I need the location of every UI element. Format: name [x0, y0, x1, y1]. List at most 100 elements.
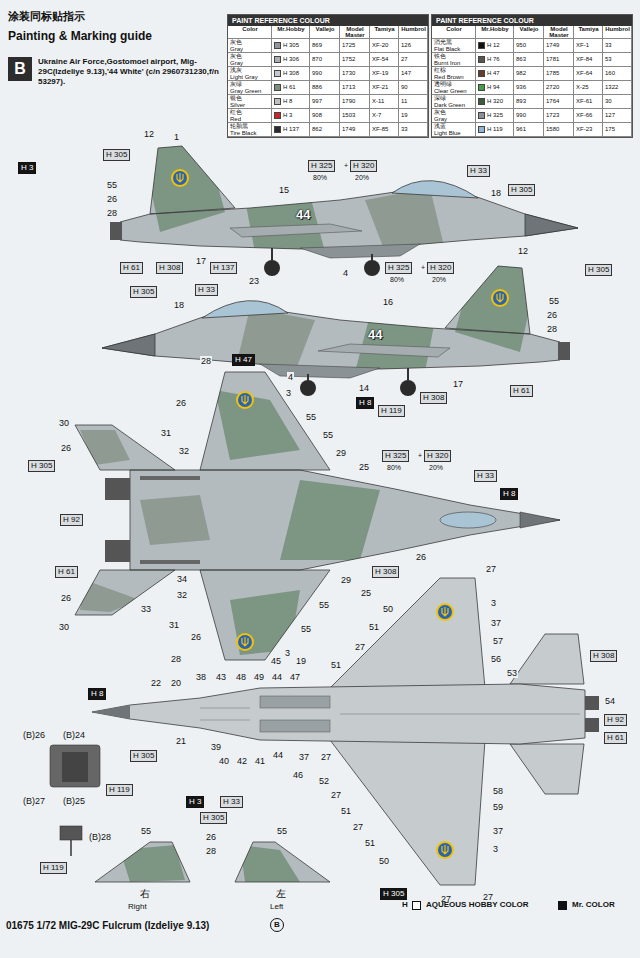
- paint-code: 1503: [342, 112, 355, 119]
- table-cell: 浅灰Light Gray: [228, 67, 272, 81]
- table-cell: 1580: [544, 123, 574, 137]
- table-cell: 银色Silver: [228, 95, 272, 109]
- paint-code: 1749: [546, 42, 559, 49]
- color-swatch: [478, 112, 485, 119]
- table-cell: 27: [399, 53, 428, 67]
- callout-number: 17: [195, 256, 207, 266]
- paint-table: PAINT REFERENCE COLOURColorMr.HobbyValle…: [432, 15, 632, 137]
- fin-views: [120, 845, 185, 882]
- callout-number: 40: [218, 756, 230, 766]
- paint-table: PAINT REFERENCE COLOURColorMr.HobbyValle…: [228, 15, 428, 137]
- paint-callout: H 119: [378, 405, 405, 417]
- paint-code: H 137: [283, 126, 299, 133]
- color-name: 灰色: [230, 39, 242, 46]
- view-label: 左: [276, 888, 286, 900]
- color-name: Red: [230, 116, 241, 123]
- paint-callout: H 305: [130, 286, 157, 298]
- color-name: 透明绿: [434, 81, 452, 88]
- paint-code: H 94: [487, 84, 500, 91]
- callout-number: 52: [318, 776, 330, 786]
- bottom-view: [92, 684, 585, 744]
- top-view: [200, 570, 330, 660]
- top-view: [140, 495, 210, 545]
- callout-number: 30: [58, 418, 70, 428]
- top-view: [236, 391, 254, 409]
- side-view-right: [80, 250, 580, 396]
- paint-callout: H 308: [372, 566, 399, 578]
- callout-number: 55: [318, 600, 330, 610]
- callout-number: 4: [287, 372, 294, 382]
- callout-number: 51: [340, 806, 352, 816]
- table-cell: 1764: [544, 95, 574, 109]
- callout-number: 32: [176, 590, 188, 600]
- paint-code: XF-1: [576, 42, 589, 49]
- paint-callout: H 119: [40, 862, 67, 874]
- paint-callout: H 305: [130, 750, 157, 762]
- callout-number: 53: [506, 668, 518, 678]
- column-header: Vallejo: [515, 26, 543, 32]
- color-name: 红棕: [434, 67, 446, 74]
- paint-code: 1749: [342, 126, 355, 133]
- table-cell: 浅蓝Light Blue: [432, 123, 476, 137]
- paint-callout: H 61: [604, 732, 627, 744]
- table-cell: 19: [399, 109, 428, 123]
- paint-code: 1752: [342, 56, 355, 63]
- callout-number: 25: [360, 588, 372, 598]
- top-view: [200, 372, 330, 470]
- table-cell: H 47: [476, 67, 514, 81]
- paint-callout: H 137: [210, 262, 237, 274]
- table-cell: 透明绿Clear Green: [432, 81, 476, 95]
- callout-number: 27: [352, 822, 364, 832]
- table-cell: 轮胎黑Tire Black: [228, 123, 272, 137]
- callout-number: 17: [452, 379, 464, 389]
- table-cell: H 308: [272, 67, 310, 81]
- callout-number: 51: [330, 660, 342, 670]
- paint-callout: H 33: [467, 165, 490, 177]
- table-cell: XF-61: [574, 95, 603, 109]
- subtitle: Painting & Marking guide: [8, 30, 152, 44]
- legend-swatch: [558, 901, 567, 910]
- callout-number: (B)24: [62, 730, 86, 740]
- table-header-bar: PAINT REFERENCE COLOUR: [432, 15, 632, 26]
- table-cell: 53: [603, 53, 632, 67]
- top-view: [520, 512, 560, 528]
- legend-sample-box: [412, 901, 421, 910]
- table-cell: H 320: [476, 95, 514, 109]
- table-cell: 红色Red: [228, 109, 272, 123]
- callout-number: 25: [358, 462, 370, 472]
- side-view-right: [80, 250, 580, 396]
- paint-code: 950: [516, 42, 526, 49]
- paint-code: 990: [516, 112, 526, 119]
- table-cell: 1730: [340, 67, 370, 81]
- side-view-left: [100, 130, 600, 276]
- callout-number: 57: [492, 636, 504, 646]
- color-swatch: [274, 42, 281, 49]
- paint-code: 1785: [546, 70, 559, 77]
- mr-color-callout: H 305: [380, 888, 407, 900]
- paint-code: H 306: [283, 56, 299, 63]
- callout-number: 37: [298, 752, 310, 762]
- table-cell: 1749: [544, 39, 574, 53]
- bottom-view: [260, 696, 330, 708]
- table-cell: H 3: [272, 109, 310, 123]
- paint-callout: H 320: [350, 160, 377, 172]
- table-cell: 1781: [544, 53, 574, 67]
- paint-code: XF-84: [576, 56, 592, 63]
- table-cell: 990: [514, 109, 544, 123]
- callout-number: 56: [490, 654, 502, 664]
- table-cell: 950: [514, 39, 544, 53]
- callout-number: 26: [106, 194, 118, 204]
- callout-number: 3: [490, 598, 497, 608]
- table-cell: H 305: [272, 39, 310, 53]
- bottom-view: [510, 634, 584, 684]
- column-header: Humbrol: [400, 26, 427, 32]
- table-cell: 33: [603, 39, 632, 53]
- top-view: [215, 390, 300, 460]
- paint-code: 160: [605, 70, 615, 77]
- callout-number: (B)26: [22, 730, 46, 740]
- callout-number: 27: [320, 752, 332, 762]
- table-cell: 997: [310, 95, 340, 109]
- callout-number: 55: [276, 826, 288, 836]
- table-cell: XF-84: [574, 53, 603, 67]
